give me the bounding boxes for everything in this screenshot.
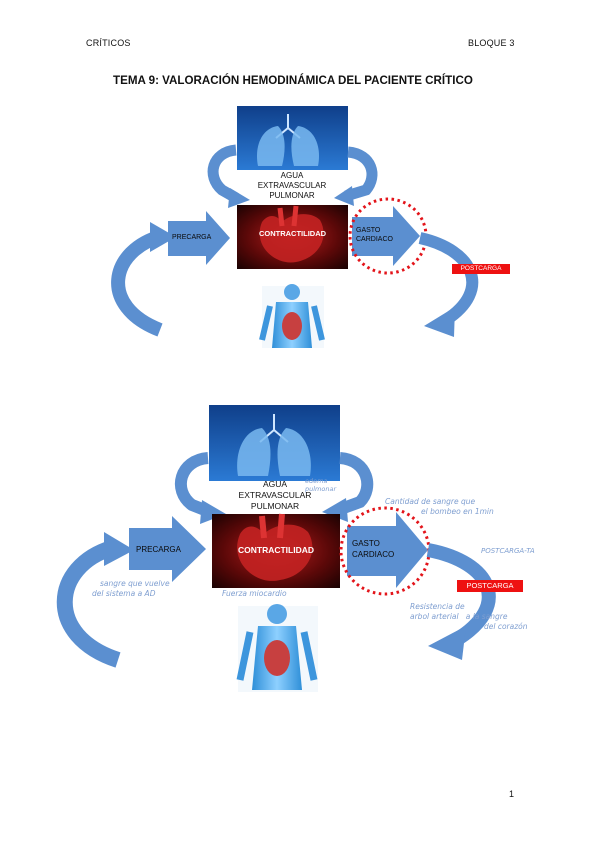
agua-label-2: AGUA EXTRAVASCULAR PULMONAR [232, 479, 318, 512]
header-right: BLOQUE 3 [468, 38, 515, 48]
handnote-text: arbol arterial [410, 612, 459, 621]
handnote-text: Resistencia de [410, 602, 465, 611]
handnote-postcarga-ta: POSTCARGA-TA [481, 547, 535, 555]
handnote-fuerza: Fuerza miocardio [222, 589, 287, 598]
handnote-sangre-vuelve: sangre que vuelve del sistema a AD [92, 579, 170, 599]
gasto-line-2: CARDIACO [356, 236, 393, 243]
lungs-image [237, 106, 348, 170]
header-left: CRÍTICOS [86, 38, 131, 48]
handnote-line: edema [305, 477, 328, 485]
body-image [259, 284, 325, 348]
agua-line-2: EXTRAVASCULAR [257, 181, 327, 190]
precarga-arrow-2 [129, 516, 206, 582]
heart-image-2 [212, 513, 340, 588]
agua-line-1: AGUA [262, 479, 288, 489]
lungs-image-2 [209, 405, 340, 481]
gasto-line-2: CARDIACO [352, 550, 395, 559]
handnote-line: del corazón [484, 622, 528, 631]
page-number: 1 [509, 789, 515, 799]
gasto-arrow [352, 206, 420, 266]
agua-line-2: EXTRAVASCULAR [238, 490, 312, 500]
handnote-line: Cantidad de sangre que [385, 497, 476, 506]
agua-line-1: AGUA [280, 171, 304, 180]
gasto-arrow-2 [347, 512, 428, 588]
agua-line-3: PULMONAR [269, 191, 315, 200]
body-image-2 [236, 604, 318, 692]
precarga-arrow [168, 211, 230, 265]
handnote-line: arbol arterial a la sangre [410, 612, 528, 622]
contractilidad-label-2: CONTRACTILIDAD [237, 545, 315, 555]
handnote-line: sangre que vuelve [100, 579, 170, 588]
gasto-label-2: GASTO CARDIACO [352, 538, 394, 560]
handnote-line: pulmonar [305, 485, 337, 493]
handnote-text: a la sangre [465, 612, 508, 621]
handnote-line: el bombeo en 1min [421, 507, 494, 516]
agua-line-3: PULMONAR [250, 501, 300, 511]
postcarga-badge-2: POSTCARGA [457, 580, 523, 592]
gasto-label: GASTO CARDIACO [356, 226, 393, 244]
gasto-line-1: GASTO [352, 539, 380, 548]
precarga-label: PRECARGA [172, 234, 212, 241]
handnote-line: Resistencia de [410, 602, 528, 612]
handnote-cantidad: Cantidad de sangre que el bombeo en 1min [385, 497, 494, 517]
postcarga-badge: POSTCARGA [452, 264, 510, 274]
handnote-edema: edema pulmonar [305, 477, 336, 493]
contractilidad-label: CONTRACTILIDAD [258, 229, 327, 238]
precarga-label-2: PRECARGA [136, 545, 181, 554]
handnote-line: del sistema a AD [92, 589, 156, 598]
gasto-line-1: GASTO [356, 227, 381, 234]
handnote-resistencia: Resistencia de arbol arterial a la sangr… [410, 602, 528, 632]
agua-label: AGUA EXTRAVASCULAR PULMONAR [256, 171, 328, 201]
page-title: TEMA 9: VALORACIÓN HEMODINÁMICA DEL PACI… [113, 74, 473, 87]
heart-image [237, 205, 348, 269]
